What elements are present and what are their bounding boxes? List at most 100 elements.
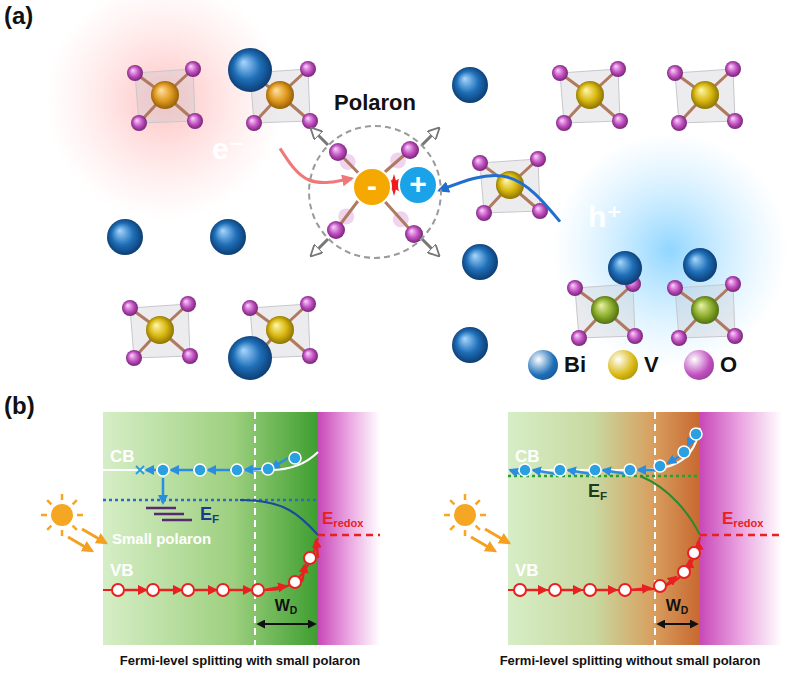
node-text: h⁺ [588,200,797,233]
atom [591,296,619,324]
vo4-tetrahedron [127,61,203,131]
atom [576,81,604,109]
atom [552,65,568,81]
vo4-tetrahedron [472,151,548,221]
band-diagrams [41,412,782,645]
legend-item: O [684,350,737,380]
atom [405,225,423,243]
redox-level-label-box: Eredox [322,509,363,529]
panel-label: (b) [4,392,35,420]
state-label: Small polaron [112,530,211,547]
redox-level-label: Eredox [722,509,763,529]
vo4-tetrahedron [122,296,198,366]
panel-label-box: (b) [4,392,35,420]
atom [185,61,201,77]
atom [180,296,196,312]
atom [556,115,572,131]
atom [246,115,262,131]
positive-charge: + [398,165,438,205]
atom [476,205,492,221]
state-label-box: Small polaron [112,530,211,547]
atom [401,141,419,159]
atom [452,67,488,103]
atom [131,115,147,131]
band-label-box: CB [515,447,540,467]
legend-swatch [608,350,638,380]
atom [691,81,719,109]
atom [127,65,143,81]
atom [472,155,488,171]
panel-caption-box: Fermi-level splitting with small polaron [120,653,361,668]
atom [571,330,587,346]
atom [126,350,142,366]
depletion-width-label: WD [275,597,298,616]
atom [725,276,741,292]
vo4-tetrahedron [667,61,743,131]
negative-charge: - [352,167,392,207]
atom [187,113,203,129]
depletion-width-label-box: WD [275,597,298,616]
redox-level-label-box: Eredox [722,509,763,529]
panel-label: (a) [4,2,33,30]
panel-caption: Fermi-level splitting with small polaron [120,653,361,668]
atom [610,61,626,77]
redox-level-label: Eredox [322,509,363,529]
atom [462,244,498,280]
band-label-box: CB [110,447,135,467]
atom [327,221,345,239]
atom [329,143,347,161]
atom [302,348,318,364]
atom [612,113,628,129]
band-label: CB [110,447,135,467]
electron-cloud: e⁻ [50,0,280,200]
atom [242,300,258,316]
atom [266,316,294,344]
atom [146,316,174,344]
depletion-width-label: WD [666,597,689,616]
atom [302,113,318,129]
atom [667,280,683,296]
atom [300,61,316,77]
legend-item: Bi [528,350,586,380]
atom [727,113,743,129]
fermi-level-label: EF [200,504,219,525]
vo4-tetrahedron [567,276,643,346]
atom [151,81,179,109]
fermi-level-label: EF [588,481,607,502]
atom [727,328,743,344]
legend-swatch [528,350,558,380]
panel-caption-box: Fermi-level splitting without small pola… [500,653,761,668]
atom [671,115,687,131]
atom [452,327,488,363]
panel-label-box: (a) [4,2,33,30]
band-label-box: VB [110,561,134,581]
atom [671,330,687,346]
node-text: e⁻ [212,132,442,165]
legend-text: Bi [564,352,586,378]
atom [228,48,272,92]
atom [300,296,316,312]
node-text: + [400,167,436,201]
polaron-distortion [312,129,438,255]
band-label: CB [515,447,540,467]
node-text: - [354,169,390,203]
legend-swatch [684,350,714,380]
band-label-box: VB [515,561,539,581]
fermi-level-label-box: EF [588,481,607,502]
lattice [45,0,788,380]
atom [122,300,138,316]
vo4-tetrahedron [552,61,628,131]
panel-caption: Fermi-level splitting without small pola… [500,653,761,668]
atom [567,280,583,296]
atom [530,151,546,167]
atom [266,81,294,109]
band-label: VB [515,561,539,581]
atom [691,296,719,324]
node-text: Polaron [310,91,440,115]
charge-path-arrow [439,176,560,222]
atom [228,336,272,380]
atom [725,61,741,77]
legend-text: V [644,352,659,378]
legend-text: O [720,352,737,378]
atom [608,251,642,285]
